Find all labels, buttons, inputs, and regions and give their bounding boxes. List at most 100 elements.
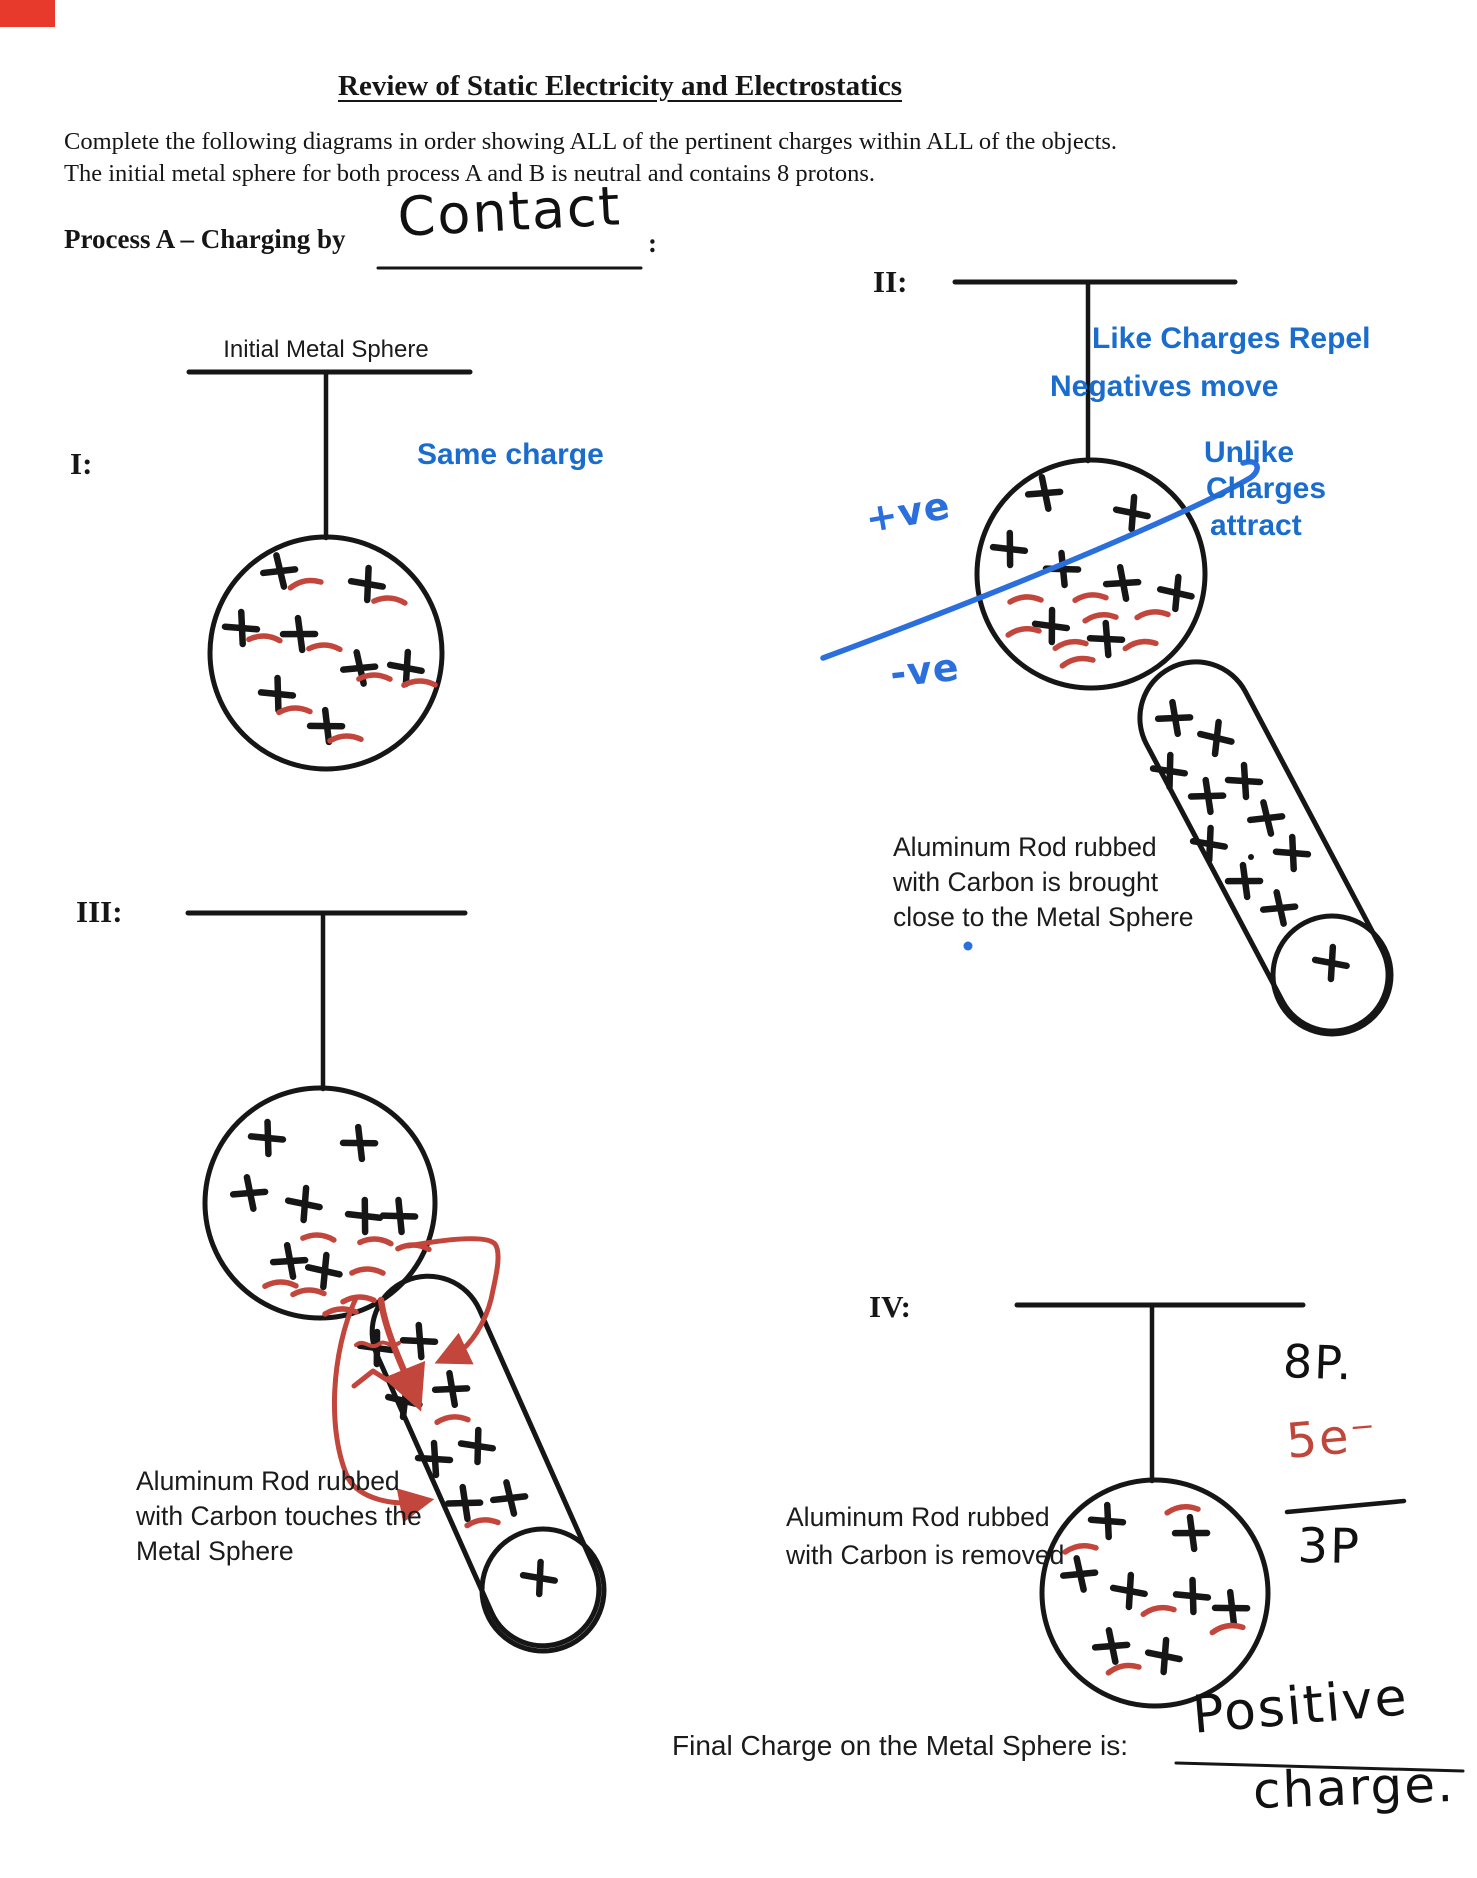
process-a-colon: : [648,228,657,258]
rod-2-group [1137,659,1394,1037]
plus-charge [1144,1636,1183,1676]
plus-charge [221,608,261,648]
minus-charge [300,1232,337,1243]
plus-charge [269,1241,309,1281]
sphere-1-group [186,369,473,772]
sphere2-charges [989,474,1195,669]
plus-charge [304,1251,343,1291]
attract-note: attract [1210,509,1302,542]
plus-charge [306,706,346,746]
rod-iii-caption: Aluminum Rod rubbed with Carbon touches … [136,1464,422,1569]
plus-charge [284,1184,323,1224]
sphere1-charges [221,552,438,746]
process-a-handwritten-answer: Contact [396,174,624,249]
rod-ii-caption-line3: close to the Metal Sphere [893,902,1194,932]
handwritten-5-electrons: 5e⁻ [1284,1406,1380,1470]
rod-iv-caption-line1: Aluminum Rod rubbed [786,1502,1050,1532]
rod2-charges [1149,698,1350,983]
plus-charge [1189,824,1228,864]
section-label-ii: II: [873,264,908,299]
minus-charge [306,642,343,653]
plus-charge [1087,1501,1127,1541]
minus-charge [1007,594,1044,605]
plus-charge [279,614,319,654]
section-label-iii: III: [76,894,123,929]
minus-charge [357,1236,394,1247]
plus-charge [1059,1555,1099,1593]
minus-charge [1059,655,1096,669]
minus-charge [1164,1504,1201,1516]
plus-charge [344,1196,384,1236]
same-charge-note: Same charge [417,438,604,471]
sphere-3-group [185,910,468,1321]
plus-charge [379,1196,419,1236]
plus-charge [1224,761,1264,801]
rod-3-group [369,1273,607,1654]
plus-charge [1211,1588,1251,1628]
sphere-4-group [1014,1302,1306,1709]
plus-charge [1311,943,1350,983]
plus-charge [519,1558,558,1598]
sphere4-charges [1059,1501,1251,1676]
intro-line-2: The initial metal sphere for both proces… [64,160,876,187]
rod-ii-caption-line2: with Carbon is brought [893,867,1159,897]
minus-charge [262,1279,299,1289]
minus-charge [246,633,283,644]
red-transfer-annotation [351,1368,390,1389]
plus-charge [1112,493,1151,533]
plus-charge [347,564,386,604]
plus-charge [1224,861,1264,901]
final-answer-underline [1174,1761,1465,1773]
sphere3-charges [229,1118,432,1317]
rod-iv-caption-line2: with Carbon is removed [786,1540,1065,1570]
minus-charge [1082,612,1119,624]
red-transfer-annotation [354,1340,401,1349]
minus-charge [1209,1622,1246,1636]
plus-charge [1272,833,1312,873]
plus-charge [989,529,1029,569]
minus-charge [340,1294,377,1305]
rod-iii-caption-line3: Metal Sphere [136,1536,294,1566]
minus-charge [287,577,324,591]
minus-charge [290,1287,327,1298]
section-label-iv: IV: [869,1289,911,1324]
rod-ii-caption: Aluminum Rod rubbed with Carbon is broug… [893,830,1194,935]
page-title: Review of Static Electricity and Electro… [338,70,902,102]
plus-charge [457,1426,497,1466]
minus-charge [371,595,408,606]
sphere-2-group [952,279,1238,691]
handwritten-8-protons: 8P. [1282,1334,1355,1391]
final-charge-label: Final Charge on the Metal Sphere is: [672,1730,1129,1761]
minus-charge [327,733,364,744]
plus-charge [260,552,299,590]
plus-charge [1172,1576,1212,1616]
plus-charge [257,674,297,714]
plus-charge [1171,1513,1211,1553]
handwritten-negative-ve: -ve [888,644,962,696]
plus-charge [490,1479,529,1517]
ink-dot [1248,854,1254,860]
rod-iii-caption-line1: Aluminum Rod rubbed [136,1466,400,1496]
minus-charge [1005,625,1042,638]
plus-charge [1102,563,1142,603]
plus-charge [1187,776,1227,816]
handwritten-3-protons-net: 3P [1297,1518,1362,1576]
plus-charge [1031,606,1071,646]
plus-charge [1197,718,1235,758]
red-transfer-annotation [377,1296,426,1412]
minus-charge [401,678,438,688]
rod-iv-caption: Aluminum Rod rubbed with Carbon is remov… [786,1498,1064,1574]
plus-charge [1149,751,1189,791]
plus-charge [1091,1627,1131,1665]
red-transfer-annotation [331,1295,435,1523]
plus-charge [386,648,425,688]
minus-charge [1122,638,1159,652]
minus-charge [276,705,313,716]
minus-charge [349,1266,386,1276]
plus-charge [229,1174,269,1212]
blue-divider-line [820,459,1260,661]
final-answer-charge: charge. [1252,1754,1456,1820]
plus-charge [1154,698,1194,738]
rod-ii-caption-line1: Aluminum Rod rubbed [893,832,1157,862]
